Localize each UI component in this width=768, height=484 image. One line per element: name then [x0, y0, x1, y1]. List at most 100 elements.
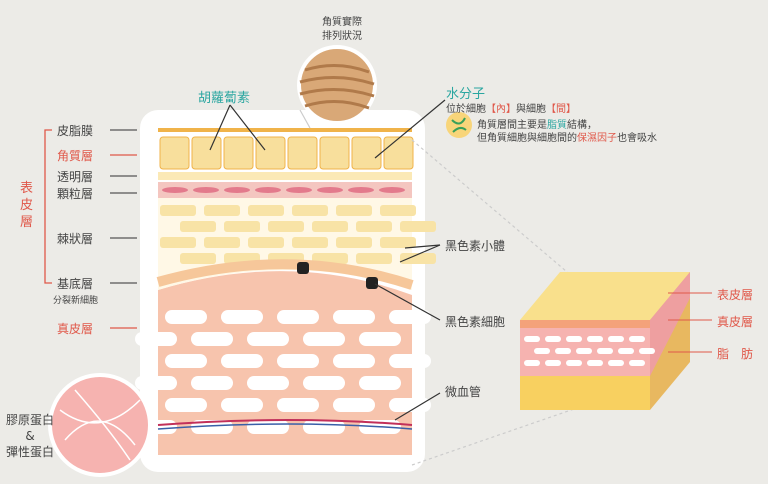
label-dermis: 真皮層	[57, 322, 94, 336]
cube-label-epidermis: 表皮層	[717, 288, 754, 302]
label-basale: 基底層	[57, 277, 94, 291]
corneum-cell	[383, 136, 414, 170]
dermis-cell	[135, 376, 177, 390]
label-granulosum: 顆粒層	[57, 187, 94, 201]
label-spinosum: 棘狀層	[57, 232, 94, 246]
dermis-cell	[221, 354, 263, 368]
cube-cell	[566, 360, 582, 366]
spinous-cell	[356, 253, 392, 264]
dermis-cell	[191, 420, 233, 434]
granular-cell	[317, 187, 343, 193]
spinous-cell	[380, 205, 416, 216]
cube-label-fat: 脂 肪	[717, 347, 754, 361]
granular-cell	[193, 187, 219, 193]
cube-cell	[576, 348, 592, 354]
cube-cell	[629, 360, 645, 366]
spinous-cell	[400, 253, 436, 264]
spinous-cell	[400, 221, 436, 232]
spinous-cell	[224, 221, 260, 232]
water-location: 位於細胞【內】與細胞【間】	[446, 100, 576, 115]
dermis-cell	[389, 398, 431, 412]
dermis-cell	[333, 398, 375, 412]
dermis-cell	[359, 332, 401, 346]
cube-cell	[545, 336, 561, 342]
granular-cell	[379, 187, 405, 193]
dermis-cell	[247, 376, 289, 390]
text: 【內】	[486, 104, 516, 115]
spinous-cell	[336, 237, 372, 248]
label-line: 角質實際	[322, 17, 362, 28]
dermis-layer	[135, 271, 431, 455]
spinous-cell	[248, 237, 284, 248]
cube-cell	[629, 336, 645, 342]
dermis-cell	[303, 376, 345, 390]
spinous-cell	[356, 221, 392, 232]
granular-cell	[224, 187, 250, 193]
spinous-cell	[204, 237, 240, 248]
top-circle-label: 角質實際排列狀況	[322, 16, 362, 44]
text: 【間】	[546, 104, 576, 115]
label-epidermis: 表皮層	[20, 180, 33, 231]
text: 與細胞	[516, 104, 546, 115]
char: 皮	[20, 198, 34, 213]
text: 位於細胞	[446, 104, 486, 115]
corneum-layer	[158, 128, 414, 170]
corneum-cell	[351, 136, 382, 170]
dermis-cell	[247, 420, 289, 434]
cube-cell	[566, 336, 582, 342]
cube-cell	[608, 360, 624, 366]
spinous-cell	[292, 237, 328, 248]
dermis-cell	[303, 420, 345, 434]
clear-layer	[158, 172, 412, 180]
granular-cell	[255, 187, 281, 193]
spinous-layer	[156, 198, 436, 290]
dermis-cell	[333, 310, 375, 324]
spinous-cell	[268, 221, 304, 232]
label-line: 排列狀況	[322, 31, 362, 42]
water-desc-1: 角質層間主要是脂質結構，	[477, 116, 597, 131]
dermis-cell	[359, 376, 401, 390]
capillary-blue	[157, 423, 413, 430]
spinous-cell	[204, 205, 240, 216]
char: 層	[20, 215, 34, 230]
cube-cell	[587, 336, 603, 342]
cube-cell	[555, 348, 571, 354]
line: &	[25, 429, 35, 443]
melanocyte	[366, 277, 378, 289]
cube-cell	[534, 348, 550, 354]
corneum-zoom-circle	[297, 45, 377, 125]
spinous-cell	[292, 205, 328, 216]
cube-cell	[618, 348, 634, 354]
spinous-cell	[248, 205, 284, 216]
dermis-cell	[389, 354, 431, 368]
corneum-cell	[191, 136, 222, 170]
dermis-cell	[303, 332, 345, 346]
granular-cell	[286, 187, 312, 193]
corneum-cell	[223, 136, 254, 170]
corneum-cell	[287, 136, 318, 170]
label-melanosome: 黑色素小體	[445, 239, 506, 253]
spinous-cell	[180, 253, 216, 264]
label-basale-note: 分裂新細胞	[53, 296, 99, 306]
text: 也會吸水	[617, 133, 657, 144]
label-carotene: 胡蘿蔔素	[198, 91, 251, 106]
dermis-cell	[277, 398, 319, 412]
label-collagen: 膠原蛋白&彈性蛋白	[6, 412, 54, 460]
dermis-cell	[165, 398, 207, 412]
text: 脂質	[547, 120, 567, 131]
dermis-cell	[221, 398, 263, 412]
cube-cell	[545, 360, 561, 366]
dermis-cell	[165, 310, 207, 324]
spinous-cell	[160, 237, 196, 248]
spinous-cell	[180, 221, 216, 232]
dermis-cell	[165, 354, 207, 368]
text: 但角質細胞與細胞間的	[477, 133, 577, 144]
dermis-cell	[135, 332, 177, 346]
granular-layer	[158, 182, 412, 198]
water-cell-icon	[446, 112, 472, 138]
spinous-cell	[380, 237, 416, 248]
label-water: 水分子	[446, 87, 486, 102]
corneum-cell	[255, 136, 286, 170]
cube-cell	[524, 360, 540, 366]
